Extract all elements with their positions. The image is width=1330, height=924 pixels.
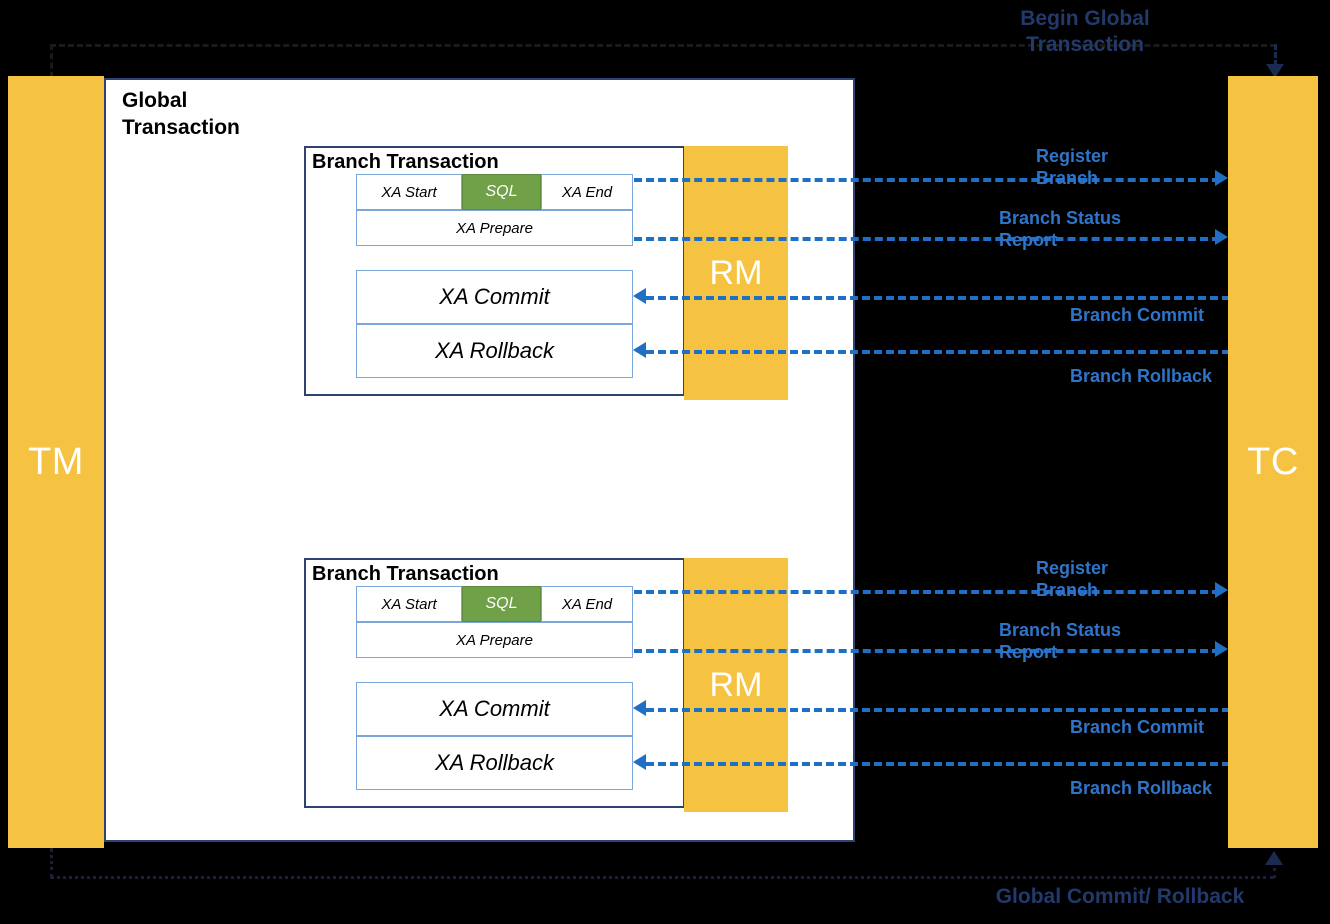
message-label-branch-commit-1: Branch Commit bbox=[1070, 305, 1205, 325]
message-label-branch-status-report-1: Branch Status Report bbox=[999, 208, 1122, 250]
begin-flow-stub-right bbox=[1274, 44, 1277, 66]
message-line-branch-commit-2 bbox=[646, 708, 1230, 712]
arrowhead-branch-rollback-1-icon bbox=[633, 342, 646, 358]
actor-column-rm-1[interactable]: RM bbox=[684, 146, 788, 400]
begin-flow-stub bbox=[50, 44, 53, 78]
op-xa-start[interactable]: XA Start bbox=[356, 586, 462, 622]
arrowhead-branch-commit-1-icon bbox=[633, 288, 646, 304]
message-line-branch-rollback-2 bbox=[646, 762, 1230, 766]
op-xa-commit[interactable]: XA Commit bbox=[356, 270, 633, 324]
actor-label-rm: RM bbox=[709, 665, 763, 704]
commit-flow-arrowhead-icon bbox=[1265, 851, 1283, 865]
message-label-register-branch-1: Register Branch bbox=[1036, 146, 1109, 188]
arrowhead-branch-commit-2-icon bbox=[633, 700, 646, 716]
message-line-register-branch-2 bbox=[634, 590, 1220, 594]
message-line-branch-status-report-2 bbox=[634, 649, 1220, 653]
message-label-branch-commit-2: Branch Commit bbox=[1070, 717, 1205, 737]
actor-label-rm: RM bbox=[709, 253, 763, 292]
message-label-branch-rollback-2: Branch Rollback bbox=[1070, 778, 1213, 798]
message-line-register-branch-1 bbox=[634, 178, 1220, 182]
commit-flow-stub-right bbox=[1273, 868, 1276, 878]
op-xa-start[interactable]: XA Start bbox=[356, 174, 462, 210]
actor-column-rm-2[interactable]: RM bbox=[684, 558, 788, 812]
arrowhead-register-branch-1-icon bbox=[1215, 170, 1228, 186]
actor-label-tm: TM bbox=[28, 440, 84, 483]
branch-transaction-title: Branch Transaction bbox=[312, 563, 499, 585]
op-xa-end[interactable]: XA End bbox=[541, 174, 633, 210]
actor-column-tm[interactable]: TM bbox=[8, 76, 104, 848]
actor-column-tc[interactable]: TC bbox=[1228, 76, 1318, 848]
begin-flow-arrowhead-icon bbox=[1266, 64, 1284, 78]
begin-global-transaction-line bbox=[50, 44, 1276, 47]
op-xa-rollback[interactable]: XA Rollback bbox=[356, 736, 633, 790]
op-sql[interactable]: SQL bbox=[462, 586, 541, 622]
op-xa-rollback[interactable]: XA Rollback bbox=[356, 324, 633, 378]
arrowhead-branch-rollback-2-icon bbox=[633, 754, 646, 770]
begin-global-transaction-label: Begin Global Transaction bbox=[1020, 7, 1150, 57]
commit-flow-stub-left bbox=[50, 848, 53, 878]
op-xa-prepare[interactable]: XA Prepare bbox=[356, 210, 633, 246]
op-xa-end[interactable]: XA End bbox=[541, 586, 633, 622]
global-commit-rollback-line bbox=[50, 876, 1274, 879]
op-xa-commit[interactable]: XA Commit bbox=[356, 682, 633, 736]
message-label-branch-status-report-2: Branch Status Report bbox=[999, 620, 1122, 662]
message-line-branch-status-report-1 bbox=[634, 237, 1220, 241]
message-line-branch-rollback-1 bbox=[646, 350, 1230, 354]
message-label-branch-rollback-1: Branch Rollback bbox=[1070, 366, 1213, 386]
arrowhead-branch-status-report-1-icon bbox=[1215, 229, 1228, 245]
global-commit-rollback-label: Global Commit/ Rollback bbox=[995, 885, 1245, 908]
actor-label-tc: TC bbox=[1247, 440, 1299, 483]
op-sql[interactable]: SQL bbox=[462, 174, 541, 210]
op-xa-prepare[interactable]: XA Prepare bbox=[356, 622, 633, 658]
arrowhead-register-branch-2-icon bbox=[1215, 582, 1228, 598]
message-line-branch-commit-1 bbox=[646, 296, 1230, 300]
message-label-register-branch-2: Register Branch bbox=[1036, 558, 1109, 600]
branch-transaction-title: Branch Transaction bbox=[312, 151, 499, 173]
arrowhead-branch-status-report-2-icon bbox=[1215, 641, 1228, 657]
global-transaction-title: Global Transaction bbox=[122, 89, 240, 139]
